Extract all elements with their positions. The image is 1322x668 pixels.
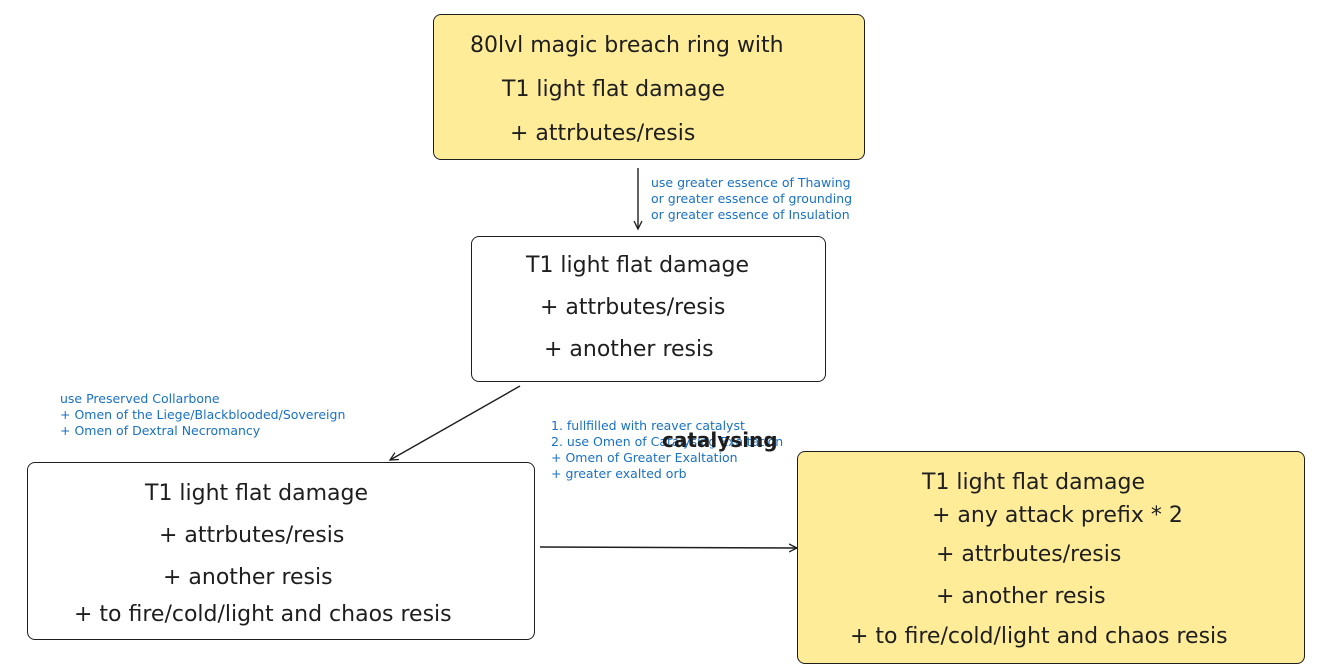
final-node[interactable]: T1 light flat damage + any attack prefix… (797, 451, 1305, 664)
step2-node[interactable]: T1 light flat damage + attrbutes/resis +… (471, 236, 826, 382)
node-text: T1 light flat damage (526, 253, 749, 278)
node-text: + attrbutes/resis (540, 295, 726, 320)
node-text: + any attack prefix * 2 (932, 503, 1183, 528)
overlay-word: catalysing (662, 428, 778, 452)
note-line: or greater essence of grounding (651, 191, 853, 206)
node-text: + another resis (163, 565, 333, 590)
node-text: + attrbutes/resis (159, 523, 345, 548)
arrow-step3-to-final (539, 547, 797, 548)
note-line: 1. fullfilled with reaver catalyst (551, 418, 745, 433)
node-text: + attrbutes/resis (510, 121, 696, 146)
node-text: + to fire/cold/light and chaos resis (850, 624, 1228, 649)
node-text: T1 light flat damage (145, 481, 368, 506)
start-node[interactable]: 80lvl magic breach ring with T1 light fl… (433, 14, 865, 160)
note-line: + Omen of Greater Exaltation (551, 450, 738, 465)
node-text: + attrbutes/resis (936, 542, 1122, 567)
step3-node[interactable]: T1 light flat damage + attrbutes/resis +… (27, 462, 535, 640)
note-line: or greater essence of Insulation (651, 207, 850, 222)
node-text: 80lvl magic breach ring with (470, 33, 784, 58)
arrow-step2-to-step3 (390, 385, 521, 460)
note-line: + greater exalted orb (551, 466, 687, 481)
note-line: 2. use Omen of Catalysing Exaltation (551, 434, 784, 449)
collarbone-note: use Preserved Collarbone + Omen of the L… (60, 391, 345, 439)
essence-note: use greater essence of Thawing or greate… (651, 175, 852, 223)
note-line: + Omen of the Liege/Blackblooded/Soverei… (60, 407, 346, 422)
node-text: + to fire/cold/light and chaos resis (74, 602, 452, 627)
node-text: + another resis (544, 337, 714, 362)
node-text: T1 light flat damage (502, 77, 725, 102)
node-text: + another resis (936, 584, 1106, 609)
exalt-note: 1. fullfilled with reaver catalyst 2. us… (551, 418, 783, 482)
note-line: + Omen of Dextral Necromancy (60, 423, 261, 438)
note-line: use greater essence of Thawing (651, 175, 851, 190)
node-text: T1 light flat damage (922, 470, 1145, 495)
note-line: use Preserved Collarbone (60, 391, 220, 406)
